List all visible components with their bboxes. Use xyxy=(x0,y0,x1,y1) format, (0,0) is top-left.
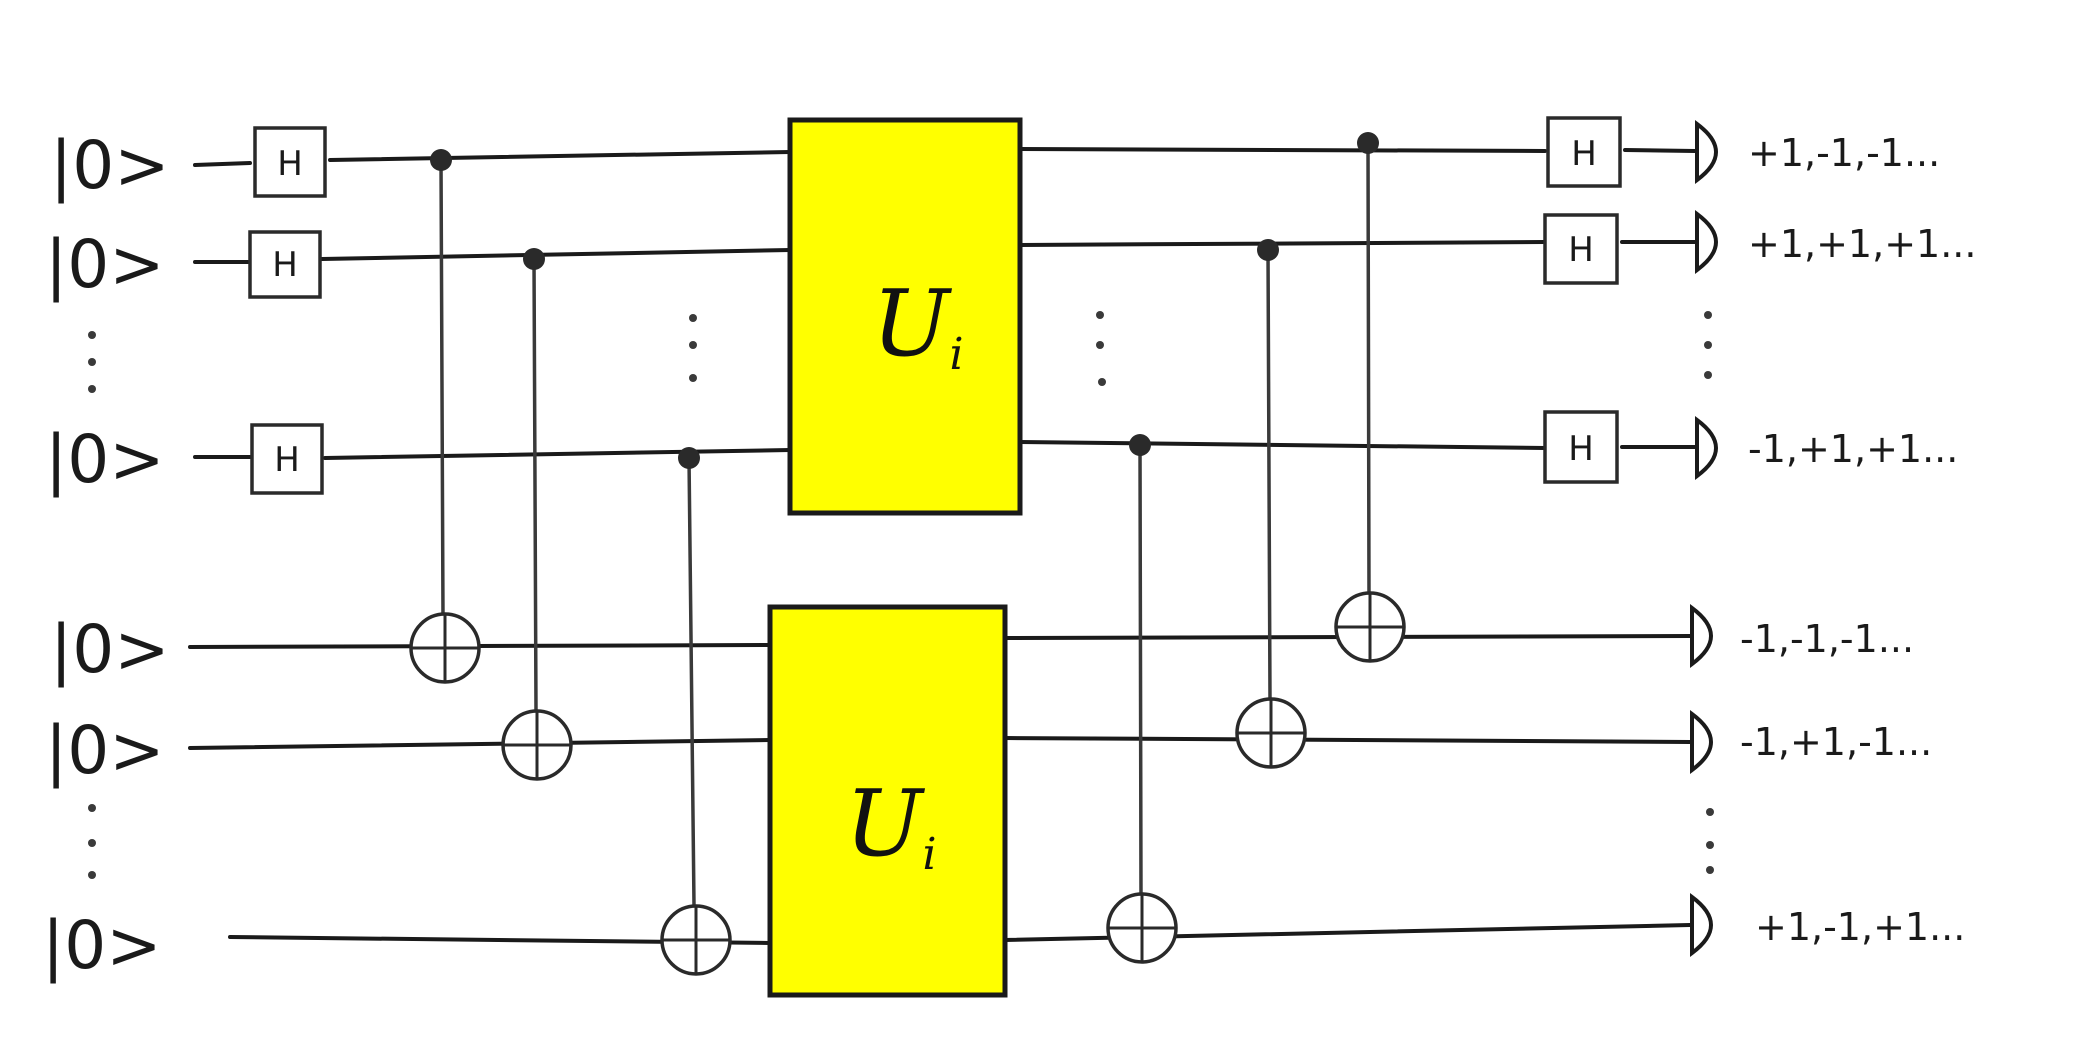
input-ket-1: |0> xyxy=(50,127,170,204)
hadamard-gate-out-2: H xyxy=(1543,213,1619,285)
cnot-right-2 xyxy=(1235,239,1307,769)
input-ket-3: |0> xyxy=(45,421,165,498)
input-ket-6: |0> xyxy=(42,907,162,984)
svg-text:Ui: Ui xyxy=(872,270,964,380)
input-ket-5: |0> xyxy=(45,712,165,789)
meter-icon xyxy=(1690,604,1713,668)
svg-text:H: H xyxy=(277,144,303,184)
ellipsis-input-top xyxy=(88,331,96,393)
svg-text:Ui: Ui xyxy=(845,770,937,880)
control-dot xyxy=(430,149,452,171)
cnot-left-2 xyxy=(501,248,573,781)
input-ket-2: |0> xyxy=(45,226,165,303)
cnot-left-3 xyxy=(660,447,732,976)
ellipsis-left-middle xyxy=(689,314,697,382)
ellipsis-output-top xyxy=(1704,311,1712,379)
measurement-meters xyxy=(1690,120,1718,957)
hadamard-gates-input: H H H xyxy=(248,126,327,495)
hadamard-gate-out-3: H xyxy=(1543,410,1619,484)
result-1: +1,-1,-1... xyxy=(1748,131,1940,175)
result-5: -1,+1,-1... xyxy=(1740,720,1932,764)
result-6: +1,-1,+1... xyxy=(1755,905,1965,949)
hadamard-gate-in-2: H xyxy=(248,230,322,299)
meter-icon xyxy=(1695,120,1718,184)
ellipsis-right-middle xyxy=(1096,311,1106,386)
input-kets: |0> |0> |0> |0> |0> |0> xyxy=(42,127,170,984)
wire-top-2 xyxy=(193,240,1697,264)
cnot-right-3 xyxy=(1334,132,1406,663)
hadamard-gates-output: H H H xyxy=(1543,116,1622,484)
cnot-gates-right xyxy=(1106,132,1406,964)
measurement-results: +1,-1,-1... +1,+1,+1... -1,+1,+1... -1,-… xyxy=(1740,131,1976,949)
meter-icon xyxy=(1695,210,1718,274)
unitary-block-top: Ui xyxy=(787,117,1023,516)
svg-text:H: H xyxy=(1568,429,1594,469)
svg-text:H: H xyxy=(1571,134,1597,174)
input-ket-4: |0> xyxy=(50,611,170,688)
cnot-left-1 xyxy=(409,149,481,684)
meter-icon xyxy=(1695,416,1718,480)
meter-icon xyxy=(1690,710,1713,774)
cnot-right-1 xyxy=(1106,434,1178,964)
svg-text:H: H xyxy=(1568,230,1594,270)
control-dot xyxy=(523,248,545,270)
wire-top-1 xyxy=(193,147,1697,167)
ellipsis-dots xyxy=(88,311,1714,879)
ellipsis-input-bottom xyxy=(88,804,96,879)
svg-text:H: H xyxy=(274,440,300,480)
unitary-blocks: Ui Ui xyxy=(767,117,1023,998)
result-3: -1,+1,+1... xyxy=(1748,427,1958,471)
meter-icon xyxy=(1690,893,1713,957)
control-dot xyxy=(1257,239,1279,261)
unitary-block-bottom: Ui xyxy=(767,604,1008,998)
ellipsis-output-bottom xyxy=(1706,808,1714,874)
result-2: +1,+1,+1... xyxy=(1748,222,1976,266)
hadamard-gate-in-1: H xyxy=(253,126,327,198)
control-dot xyxy=(678,447,700,469)
hadamard-gate-in-3: H xyxy=(250,423,324,495)
control-dot xyxy=(1129,434,1151,456)
wire-top-n xyxy=(193,440,1697,460)
wire-bottom-2 xyxy=(188,736,1692,750)
cnot-gates-left xyxy=(409,149,732,976)
svg-text:H: H xyxy=(272,245,298,285)
result-4: -1,-1,-1... xyxy=(1740,617,1914,661)
control-dot xyxy=(1357,132,1379,154)
hadamard-gate-out-1: H xyxy=(1546,116,1622,188)
